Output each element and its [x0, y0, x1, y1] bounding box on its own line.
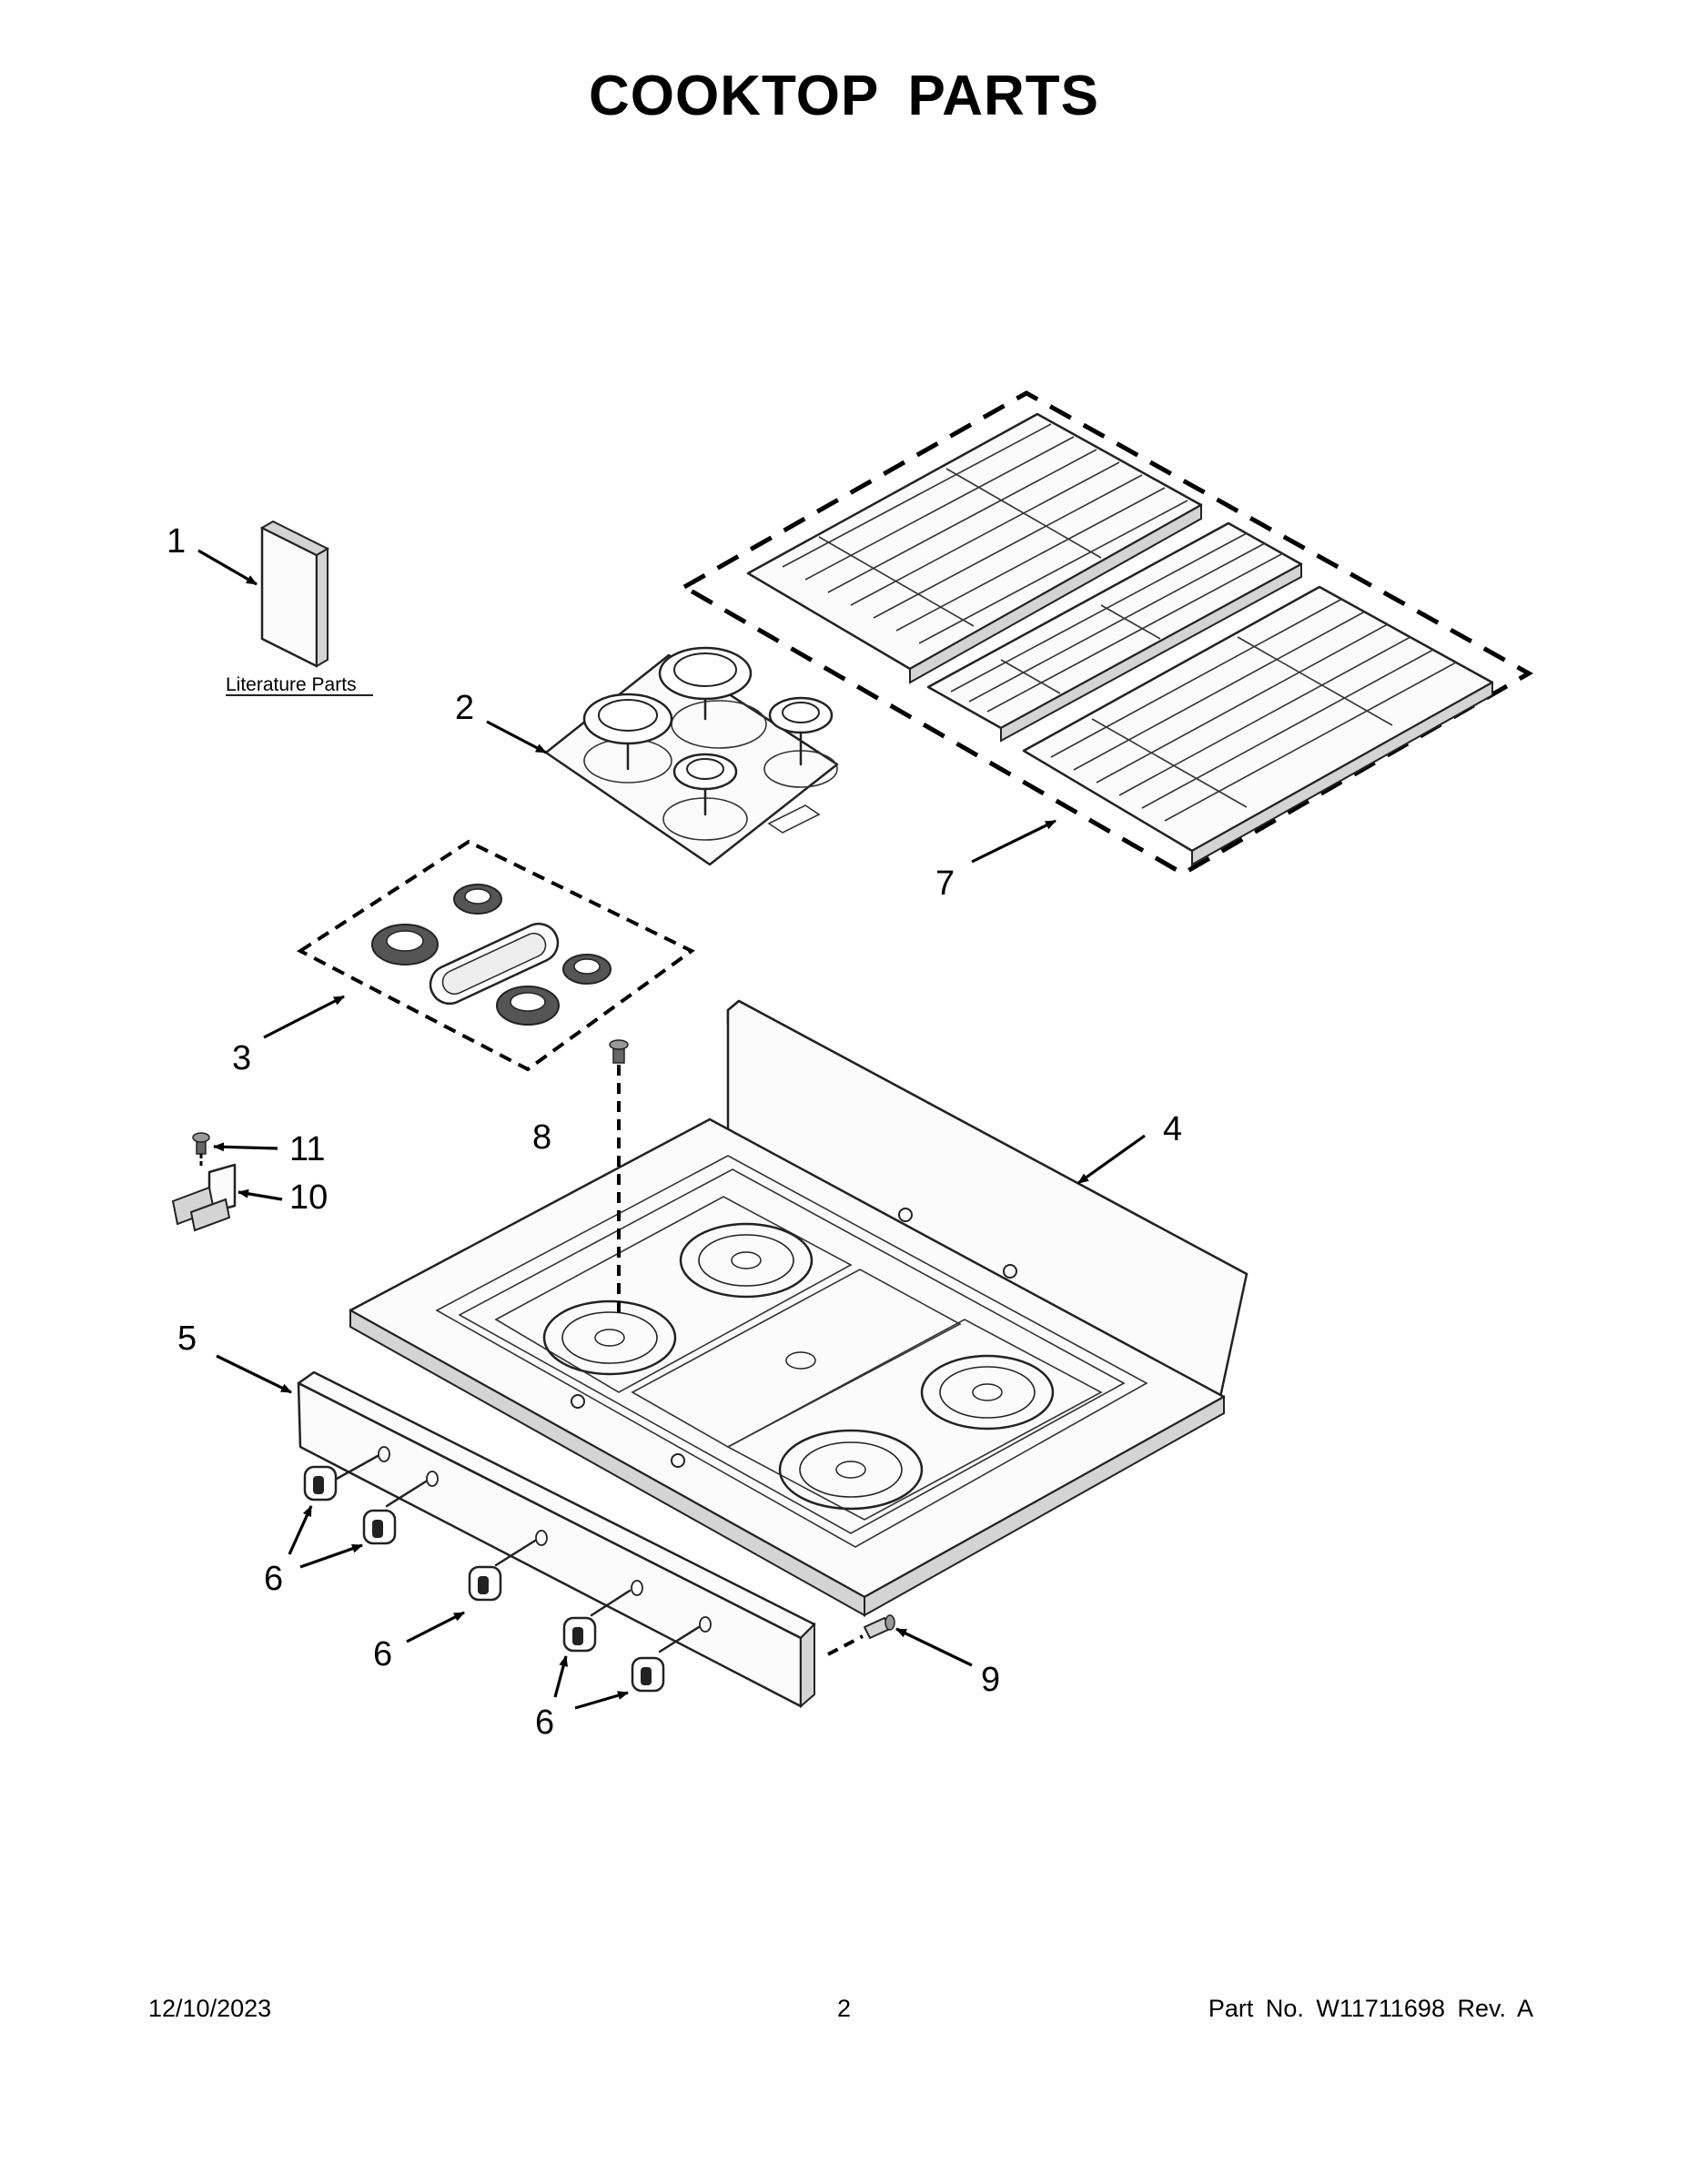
callout-6c: 6	[535, 1704, 554, 1742]
arrow-6c-up	[553, 1655, 568, 1698]
arrow-9	[895, 1627, 973, 1667]
screw-9[interactable]	[827, 1614, 895, 1656]
control-knob-1[interactable]	[303, 1465, 338, 1502]
callout-2: 2	[455, 689, 474, 727]
arrow-6c-right	[574, 1691, 629, 1710]
control-knob-5[interactable]	[631, 1656, 665, 1693]
cooktop-main-top[interactable]	[349, 999, 1248, 1617]
arrow-11	[213, 1142, 278, 1152]
burner-head-1[interactable]	[371, 924, 439, 966]
callout-arrows	[197, 549, 1146, 1710]
arrow-7	[971, 819, 1056, 864]
burner-head-3[interactable]	[562, 954, 612, 985]
literature-parts-label: Literature Parts	[226, 674, 357, 695]
page-title: COOKTOP PARTS	[589, 65, 1099, 127]
callout-6b: 6	[373, 1635, 392, 1673]
arrow-6a-up	[288, 1505, 313, 1555]
callout-10: 10	[289, 1178, 328, 1217]
callout-7: 7	[935, 864, 955, 903]
callout-11: 11	[289, 1130, 325, 1168]
burner-cap-left[interactable]	[582, 693, 673, 771]
arrow-6b	[406, 1611, 465, 1643]
burner-head-2[interactable]	[453, 884, 502, 915]
footer-page-number: 2	[836, 1995, 852, 2022]
callout-4: 4	[1163, 1110, 1182, 1148]
arrow-10	[238, 1188, 283, 1201]
screw-11[interactable]	[192, 1132, 210, 1167]
arrow-2	[486, 720, 547, 754]
footer-part-number: Part No. W11711698 Rev. A	[1208, 1995, 1533, 2022]
grates-group-outline	[679, 390, 1534, 876]
bracket-10[interactable]	[171, 1163, 237, 1232]
arrow-3	[263, 995, 345, 1039]
callout-6a: 6	[264, 1560, 283, 1598]
footer-date: 12/10/2023	[148, 1995, 272, 2022]
callout-3: 3	[232, 1039, 251, 1077]
arrow-1	[197, 549, 258, 586]
callout-5: 5	[177, 1320, 197, 1358]
burner-cap-center[interactable]	[672, 753, 738, 816]
callout-8: 8	[532, 1118, 551, 1157]
arrow-6a-right	[299, 1543, 363, 1569]
callout-1: 1	[167, 522, 186, 561]
burner-heads-group-outline	[297, 839, 695, 1072]
control-knob-4[interactable]	[562, 1616, 597, 1653]
callout-9: 9	[981, 1661, 1000, 1699]
grate-right[interactable]	[1022, 585, 1494, 866]
burner-cap-right[interactable]	[768, 696, 834, 766]
control-knob-2[interactable]	[362, 1509, 397, 1545]
control-knob-3[interactable]	[468, 1565, 502, 1602]
grate-center[interactable]	[926, 521, 1303, 743]
literature-parts-booklet[interactable]	[259, 520, 330, 668]
arrow-5	[216, 1354, 292, 1394]
grate-left[interactable]	[746, 412, 1203, 684]
screw-8[interactable]	[609, 1039, 629, 1315]
burner-head-4[interactable]	[496, 986, 560, 1026]
control-panel-5[interactable]	[297, 1370, 816, 1709]
burner-cap-large[interactable]	[658, 646, 753, 721]
oval-burner-head[interactable]	[424, 917, 564, 1009]
arrow-4	[1077, 1134, 1146, 1185]
